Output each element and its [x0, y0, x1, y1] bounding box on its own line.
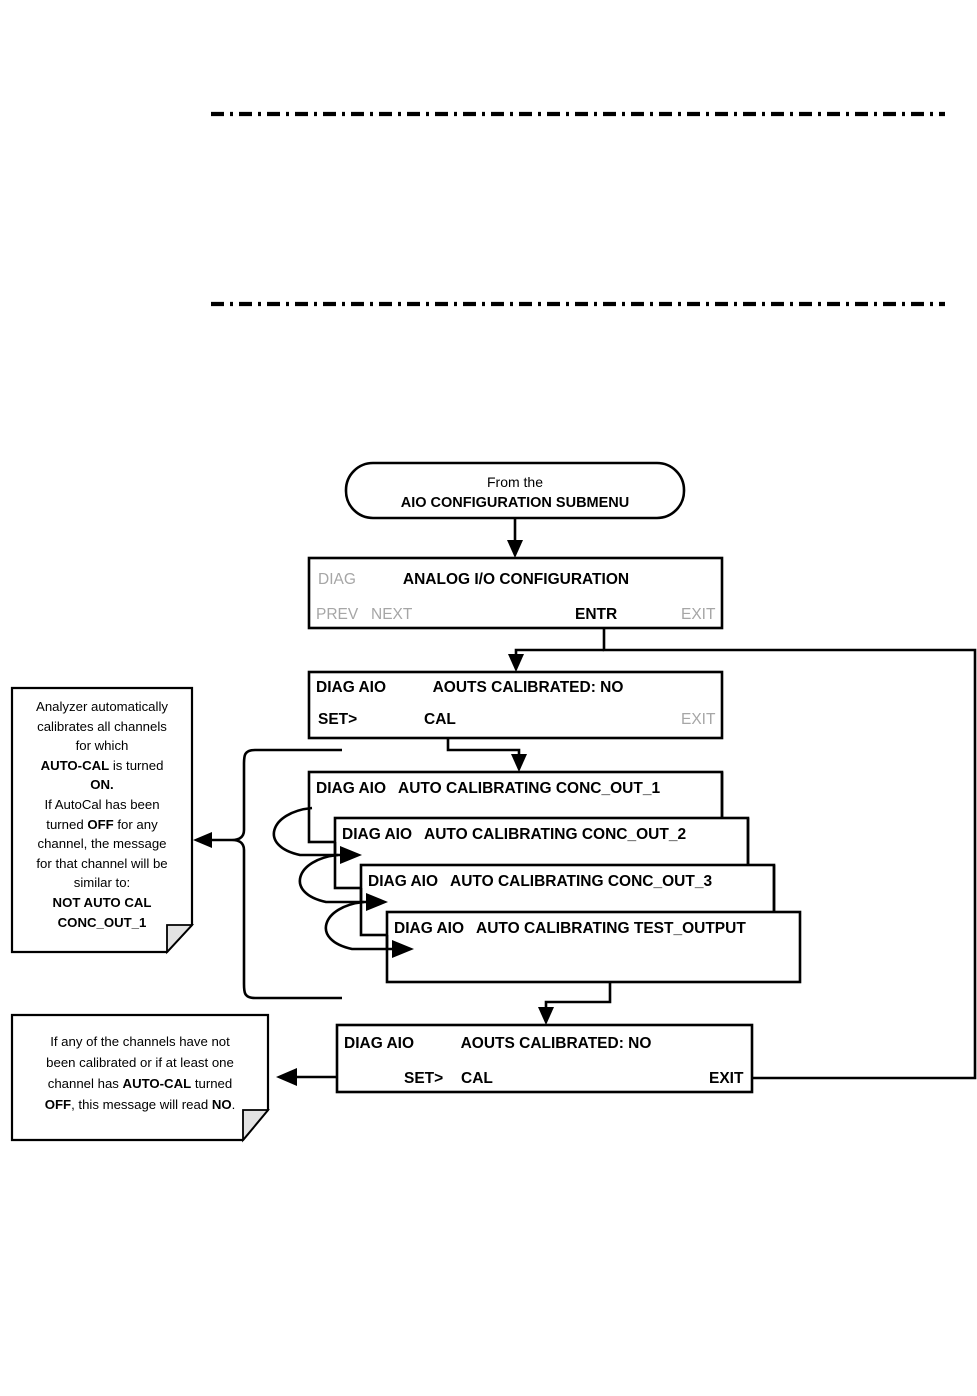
connector-entr-branch	[508, 628, 977, 1080]
note-autocal-line-8: channel, the message	[37, 836, 167, 852]
screen5-left-label: DIAG AIO	[368, 873, 438, 890]
screen-analog-io-configuration[interactable]: DIAG ANALOG I/O CONFIGURATION PREV NEXT …	[307, 556, 724, 630]
note-not-calibrated-line-4: OFF, this message will read NO.	[44, 1097, 236, 1112]
screen2-button-set[interactable]: SET>	[318, 711, 357, 728]
screen1-button-exit[interactable]: EXIT	[681, 606, 716, 623]
arrow-to-bottom-note	[276, 1068, 337, 1086]
screen3-title: AUTO CALIBRATING CONC_OUT_1	[398, 780, 660, 797]
start-node-line2: AIO CONFIGURATION SUBMENU	[401, 495, 630, 511]
screen7-title: AOUTS CALIBRATED: NO	[461, 1035, 652, 1052]
screen-analog-io-configuration-frame	[307, 556, 724, 630]
note-autocal-line-12: CONC_OUT_1	[57, 914, 147, 930]
screen7-left-label: DIAG AIO	[344, 1035, 414, 1052]
screen7-button-cal[interactable]: CAL	[461, 1070, 493, 1087]
screen1-title: ANALOG I/O CONFIGURATION	[403, 571, 629, 588]
note-not-calibrated-line-1: If any of the channels have not	[50, 1034, 230, 1049]
note-autocal-line-10: similar to:	[73, 875, 131, 891]
screen-auto-calibrating-test-output[interactable]: DIAG AIO AUTO CALIBRATING TEST_OUTPUT	[385, 910, 802, 984]
note-autocal-line-7: turned OFF for any	[46, 816, 158, 832]
start-node-line1: From the	[487, 474, 543, 490]
screen2-button-cal[interactable]: CAL	[424, 711, 456, 728]
screen-aouts-calibrated-bottom[interactable]: DIAG AIO AOUTS CALIBRATED: NO SET> CAL E…	[335, 1023, 754, 1094]
connector-cascade-to-bottom-screen	[538, 982, 612, 1025]
cascade-progress-arrows	[272, 806, 414, 958]
connector-cal-to-cascade	[446, 738, 527, 772]
note-autocal-line-11: NOT AUTO CAL	[52, 894, 152, 910]
screen7-button-exit[interactable]: EXIT	[709, 1070, 744, 1087]
cascade-right-stubs	[720, 772, 776, 912]
screen1-button-next[interactable]: NEXT	[371, 606, 413, 623]
cascade-left-stubs	[333, 842, 389, 949]
screen6-title: AUTO CALIBRATING TEST_OUTPUT	[476, 920, 746, 937]
screen1-left-label: DIAG	[318, 571, 356, 588]
screen2-button-exit[interactable]: EXIT	[681, 711, 716, 728]
note-autocal-line-5: ON.	[90, 777, 114, 793]
note-autocal-line-1: Analyzer automatically	[36, 699, 168, 714]
screen7-button-set[interactable]: SET>	[404, 1070, 443, 1087]
screen6-left-label: DIAG AIO	[394, 920, 464, 937]
screen5-title: AUTO CALIBRATING CONC_OUT_3	[450, 873, 712, 890]
note-not-calibrated	[10, 1013, 270, 1143]
screen3-left-label: DIAG AIO	[316, 780, 386, 797]
screen4-left-label: DIAG AIO	[342, 826, 412, 843]
start-node: From the AIO CONFIGURATION SUBMENU	[344, 461, 686, 520]
screen1-button-entr[interactable]: ENTR	[575, 606, 617, 623]
note-autocal-line-3: for which	[75, 738, 129, 754]
screen-test-output-frame	[385, 910, 802, 984]
screen-aouts-calibrated-bottom-frame	[335, 1023, 754, 1094]
note-autocal-fold	[166, 924, 195, 955]
screen4-title: AUTO CALIBRATING CONC_OUT_2	[424, 826, 686, 843]
note-autocal-line-4: AUTO-CAL is turned	[40, 757, 164, 773]
note-autocal	[10, 686, 195, 955]
note-autocal-body: Analyzer automatically calibrates all ch…	[16, 697, 188, 932]
note-autocal-line-9: for that channel will be	[36, 855, 168, 871]
screen-aouts-calibrated-top[interactable]: DIAG AIO AOUTS CALIBRATED: NO SET> CAL E…	[307, 670, 724, 740]
note-autocal-line-6: If AutoCal has been	[44, 796, 160, 812]
screen-aouts-calibrated-top-frame	[307, 670, 724, 740]
screen1-button-prev[interactable]: PREV	[316, 606, 359, 623]
note-not-calibrated-body: If any of the channels have not been cal…	[16, 1031, 264, 1115]
note-autocal-line-2: calibrates all channels	[37, 718, 167, 734]
arrow-start-to-screen1	[507, 518, 523, 558]
note-not-calibrated-fold	[242, 1109, 270, 1143]
note-not-calibrated-line-3: channel has AUTO-CAL turned	[47, 1076, 233, 1091]
autocal-note-brace	[193, 748, 342, 1000]
note-not-calibrated-line-2: been calibrated or if at least one	[46, 1055, 234, 1070]
screen2-title: AOUTS CALIBRATED: NO	[433, 679, 624, 696]
screen2-left-label: DIAG AIO	[316, 679, 386, 696]
